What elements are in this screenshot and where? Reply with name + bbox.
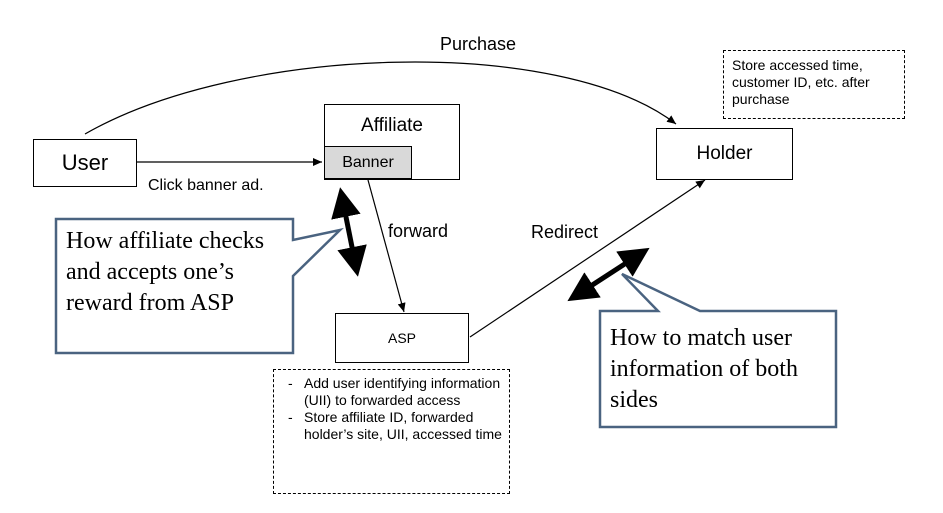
holder-note-text: Store accessed time, customer ID, etc. a… (732, 57, 870, 107)
user-node: User (33, 139, 137, 187)
asp-note-item: Add user identifying information (UII) t… (278, 375, 503, 409)
match-info-double-arrow (567, 247, 650, 302)
match-callout-text: How to match user information of both si… (610, 325, 798, 413)
asp-label: ASP (387, 330, 416, 346)
user-label: User (61, 150, 109, 175)
match-callout-shape (598, 272, 838, 429)
affiliate-label: Affiliate (361, 115, 423, 136)
banner-label: Banner (342, 153, 394, 171)
purchase-arrow (84, 61, 677, 135)
purchase-label: Purchase (440, 34, 517, 54)
forward-arrow (367, 179, 406, 313)
redirect-label: Redirect (531, 222, 599, 242)
asp-note: Add user identifying information (UII) t… (273, 369, 510, 494)
holder-node: Holder (656, 128, 793, 180)
affiliate-callout-text: How affiliate checks and accepts one’s r… (66, 228, 265, 316)
asp-note-list: Add user identifying information (UII) t… (278, 375, 503, 443)
affiliate-callout-shape (54, 217, 344, 355)
banner-node: Banner (324, 146, 412, 179)
holder-label: Holder (696, 143, 753, 164)
asp-node: ASP (335, 313, 469, 363)
click-banner-label: Click banner ad. (148, 177, 264, 194)
asp-note-item: Store affiliate ID, forwarded holder’s s… (278, 409, 503, 443)
forward-label: forward (388, 221, 449, 241)
affiliate-reward-double-arrow (331, 187, 367, 277)
holder-note: Store accessed time, customer ID, etc. a… (723, 50, 905, 119)
